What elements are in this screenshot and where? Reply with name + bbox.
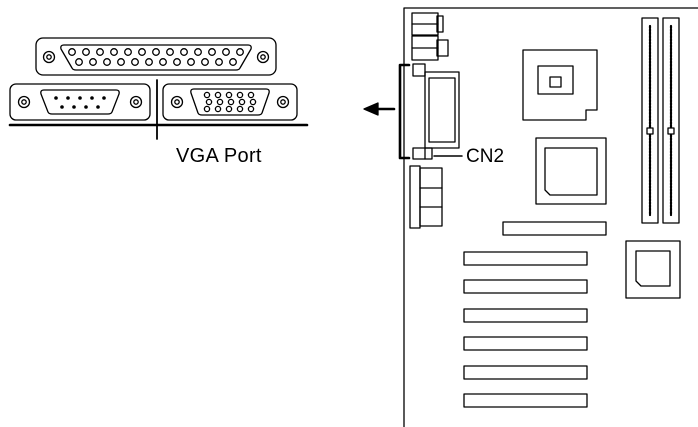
pin (201, 58, 209, 66)
pin (152, 48, 160, 56)
pin (72, 105, 76, 109)
pin (247, 105, 255, 113)
pin (84, 105, 88, 109)
pin (78, 96, 82, 100)
pin (110, 48, 118, 56)
southbridge-chip (625, 240, 681, 299)
pin (90, 96, 94, 100)
pin (227, 98, 235, 106)
pin (180, 48, 188, 56)
pin (236, 91, 244, 99)
audio-jacks (409, 165, 421, 229)
pin (247, 91, 255, 99)
pci-slot (463, 393, 588, 408)
pin (75, 58, 83, 66)
pin (229, 58, 237, 66)
pin (138, 48, 146, 56)
pin (249, 98, 257, 106)
pci-slot (463, 336, 588, 351)
pin (66, 96, 70, 100)
pin (236, 48, 244, 56)
pin (225, 105, 233, 113)
vga-port-label: VGA Port (176, 145, 262, 167)
pin (102, 96, 106, 100)
pin (205, 98, 213, 106)
pin (194, 48, 202, 56)
agp-slot (502, 221, 607, 236)
pci-slot (463, 251, 588, 266)
pin (187, 58, 195, 66)
northbridge-chip (535, 137, 607, 205)
pin (208, 48, 216, 56)
pin (145, 58, 153, 66)
motherboard-layout (363, 7, 698, 427)
pin (214, 105, 222, 113)
cn2-label: CN2 (466, 146, 505, 167)
pin (117, 58, 125, 66)
serial-port-connector (9, 83, 151, 121)
rear-panel-closeup (8, 37, 309, 140)
parallel-port-connector (35, 37, 277, 76)
serial-port-pins (54, 96, 106, 109)
pin (225, 91, 233, 99)
pin (236, 105, 244, 113)
board-outline (403, 7, 698, 427)
pin (203, 91, 211, 99)
pin (96, 105, 100, 109)
pin (68, 48, 76, 56)
pin (82, 48, 90, 56)
pin (216, 98, 224, 106)
parallel-port-pins (68, 48, 244, 66)
vga-port-pins (203, 91, 257, 113)
pin (215, 58, 223, 66)
direction-arrow (363, 102, 396, 116)
dimm-slot-2 (662, 17, 680, 224)
vga-port-connector (162, 83, 298, 121)
pci-slot (463, 279, 588, 294)
cn2-connector-block (412, 63, 460, 160)
pin (60, 105, 64, 109)
cpu-socket (522, 49, 598, 121)
dimm-slot-1 (641, 17, 659, 224)
expansion-slots (463, 251, 588, 408)
pci-slot (463, 365, 588, 380)
pin (96, 48, 104, 56)
pin (131, 58, 139, 66)
pin (54, 96, 58, 100)
pin (173, 58, 181, 66)
pin (214, 91, 222, 99)
pin (166, 48, 174, 56)
pin (238, 98, 246, 106)
pin (159, 58, 167, 66)
pin (124, 48, 132, 56)
cn2-bracket (398, 63, 411, 160)
pin (89, 58, 97, 66)
pin (103, 58, 111, 66)
pin (222, 48, 230, 56)
pin (203, 105, 211, 113)
pci-slot (463, 308, 588, 323)
